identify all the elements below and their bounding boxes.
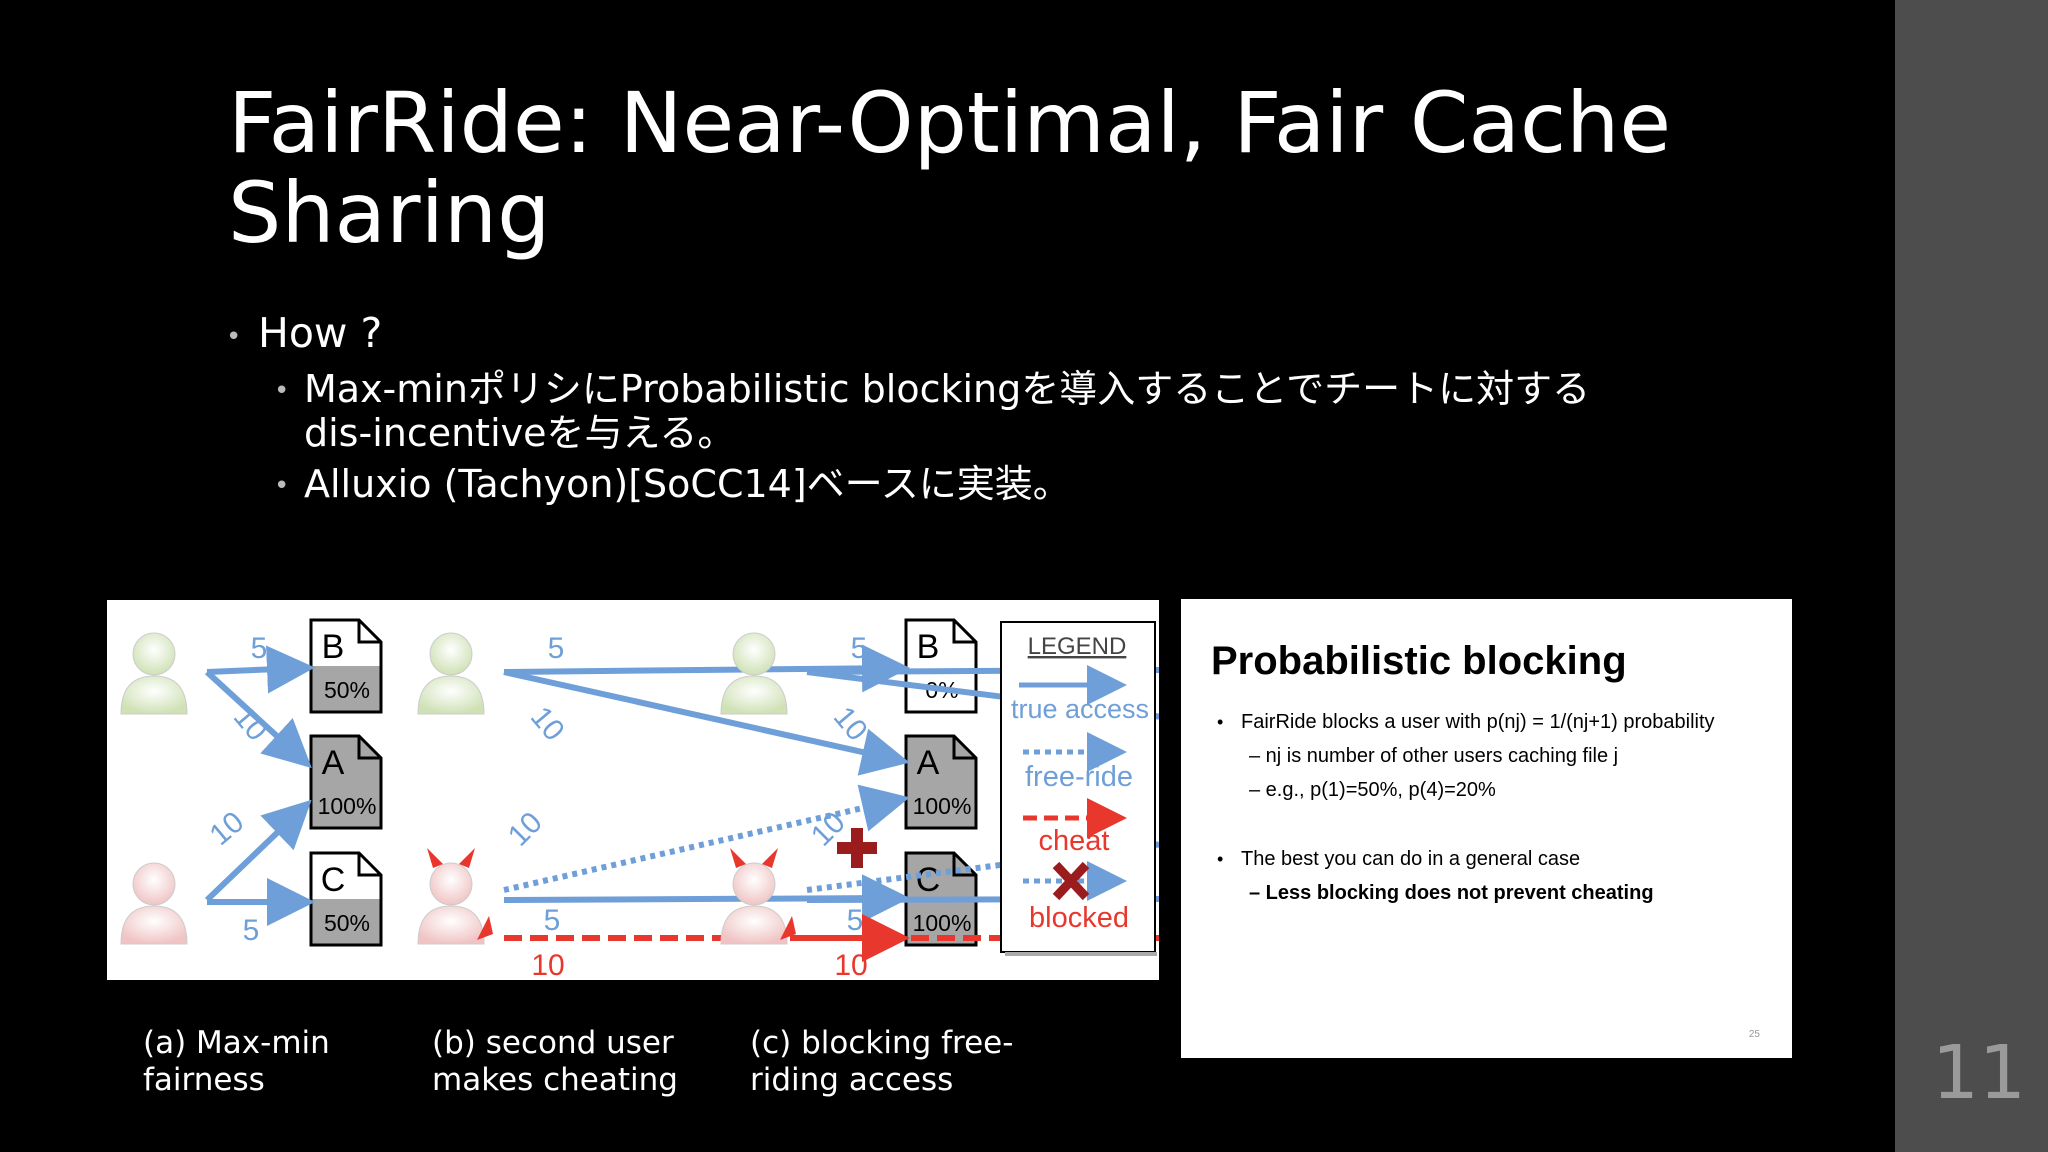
bullet-max-min: Max-minポリシにProbabilistic blockingを導入すること… [304,367,1591,455]
file-letter: B [322,628,345,666]
thumbnail-line-5: – Less blocking does not prevent cheatin… [1249,882,1654,904]
thumbnail-slide-number: 25 [1748,1029,1760,1040]
slide-title: FairRide: Near-Optimal, Fair Cache Shari… [228,74,1672,262]
user-icon [120,862,188,945]
file-percent-label: 50% [324,677,370,703]
caption-cheating: (b) second user makes cheating [432,1025,678,1098]
blocked-cross-icon [837,828,877,868]
figure-panel: B 50% A 100% C 50% 5 10 10 5 [120,618,383,947]
file-icon: A 100% [904,734,978,830]
access-arrow [206,645,315,694]
user-icon [417,632,485,715]
cheater-user-icon [417,848,493,945]
thumbnail-line-3: – e.g., p(1)=50%, p(4)=20% [1249,779,1496,801]
file-letter: C [916,861,941,899]
file-percent-label: 100% [318,793,377,819]
cheater-user-icon [720,848,796,945]
bullet-how: How ? [258,309,383,357]
file-percent-label: 50% [324,910,370,936]
access-arrow [503,644,910,693]
bullet-marker: • [274,471,290,501]
legend-blocked-label: blocked [1029,902,1129,934]
figure-diagram: B 50% A 100% C 50% 5 10 10 5 B0% A 100% C 100% 5 10 10 5 10… [120,618,1159,980]
fairride-figure: B 50% A 100% C 50% 5 10 10 5 B0% A 100% C 100% 5 10 10 5 10… [107,600,1159,980]
caption-blocking: (c) blocking free-riding access [750,1025,1014,1098]
thumbnail-line-1: FairRide blocks a user with p(nj) = 1/(n… [1241,711,1715,733]
file-percent-label: 100% [913,793,972,819]
file-icon: B0% [904,618,978,714]
arrow-label: 5 [544,904,561,937]
thumbnail-bullet-marker: • [1217,712,1224,732]
access-arrow [503,669,910,776]
user-icon [720,632,788,715]
arrow-label: 10 [227,701,274,748]
bullet-alluxio: Alluxio (Tachyon)[SoCC14]ベースに実装。 [304,462,1071,506]
arrow-label: 10 [502,806,549,853]
access-arrow [204,669,312,769]
bullet-marker: • [274,376,290,406]
thumbnail-title: Probabilistic blocking [1211,639,1627,683]
arrow-label: 10 [204,805,251,852]
probabilistic-blocking-thumbnail: Probabilistic blocking • FairRide blocks… [1181,599,1792,1058]
arrow-label: 10 [827,701,874,748]
arrow-label: 5 [851,632,868,665]
cheat-label: 10 [531,949,564,980]
user-icon [120,632,188,715]
page-number: 11 [1931,1030,2026,1116]
legend-true-access-label: true access [1011,694,1149,724]
side-panel: 11 [1895,0,2048,1152]
cheat-label: 10 [834,949,867,980]
legend-free-ride-label: free-ride [1025,761,1133,793]
arrow-label: 5 [847,904,864,937]
caption-max-min: (a) Max-min fairness [143,1025,330,1098]
file-letter: A [917,744,940,782]
arrow-label: 10 [524,701,571,748]
bullet-marker: • [226,322,242,352]
arrow-label: 5 [251,632,268,665]
file-percent-label: 100% [913,910,972,936]
free-ride-arrow [503,784,910,893]
slide: FairRide: Near-Optimal, Fair Cache Shari… [107,74,1792,1098]
blocked-x-icon [1052,861,1090,901]
legend-title: LEGEND [1028,633,1127,660]
file-icon: C 50% [309,851,383,947]
access-arrow [204,799,312,903]
file-letter: C [321,861,346,899]
thumbnail-line-2: – nj is number of other users caching fi… [1249,745,1619,767]
file-letter: A [322,744,345,782]
legend: LEGEND true access free-ride cheat block… [1000,621,1157,956]
thumbnail-line-4: The best you can do in a general case [1241,848,1581,870]
arrow-label: 5 [548,632,565,665]
arrow-label: 5 [243,914,260,947]
file-icon: B 50% [309,618,383,714]
legend-cheat-label: cheat [1039,825,1110,857]
thumbnail-bullet-marker: • [1217,849,1224,869]
file-icon: A 100% [309,734,383,830]
file-letter: B [917,628,940,666]
